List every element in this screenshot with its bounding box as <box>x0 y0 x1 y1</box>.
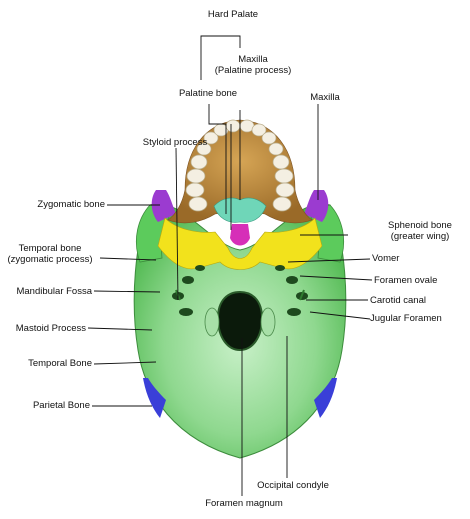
label-hard-palate: Hard Palate <box>198 9 268 20</box>
label-vomer: Vomer <box>372 253 432 264</box>
label-mastoid-process: Mastoid Process <box>0 323 86 334</box>
label-carotid-canal: Carotid canal <box>370 295 460 306</box>
label-maxilla: Maxilla <box>300 92 350 103</box>
label-temporal-zygomatic-process: Temporal bone (zygomatic process) <box>0 243 100 265</box>
label-foramen-ovale: Foramen ovale <box>374 275 464 286</box>
label-temporal-bone: Temporal Bone <box>0 358 92 369</box>
label-zygomatic-bone: Zygomatic bone <box>5 199 105 210</box>
label-mandibular-fossa: Mandibular Fossa <box>0 286 92 297</box>
foramen-magnum-opening <box>218 292 262 350</box>
label-maxilla-palatine-line2: (Palatine process) <box>208 65 298 76</box>
label-sphenoid-bone: Sphenoid bone (greater wing) <box>370 220 470 242</box>
label-temporal-zyg-line2: (zygomatic process) <box>0 254 100 265</box>
label-maxilla-palatine-process: Maxilla (Palatine process) <box>208 54 298 76</box>
label-parietal-bone: Parietal Bone <box>0 400 90 411</box>
label-sphenoid-line2: (greater wing) <box>370 231 470 242</box>
label-occipital-condyle: Occipital condyle <box>248 480 338 491</box>
label-jugular-foramen: Jugular Foramen <box>370 313 468 324</box>
label-temporal-zyg-line1: Temporal bone <box>0 243 100 254</box>
right-occipital-condyle <box>261 308 275 336</box>
label-palatine-bone: Palatine bone <box>168 88 248 99</box>
label-maxilla-palatine-line1: Maxilla <box>208 54 298 65</box>
label-styloid-process: Styloid process <box>130 137 220 148</box>
label-sphenoid-line1: Sphenoid bone <box>370 220 470 231</box>
palatine-bone <box>214 198 266 222</box>
vomer-bone <box>230 224 250 246</box>
label-foramen-magnum: Foramen magnum <box>196 498 292 509</box>
left-occipital-condyle <box>205 308 219 336</box>
